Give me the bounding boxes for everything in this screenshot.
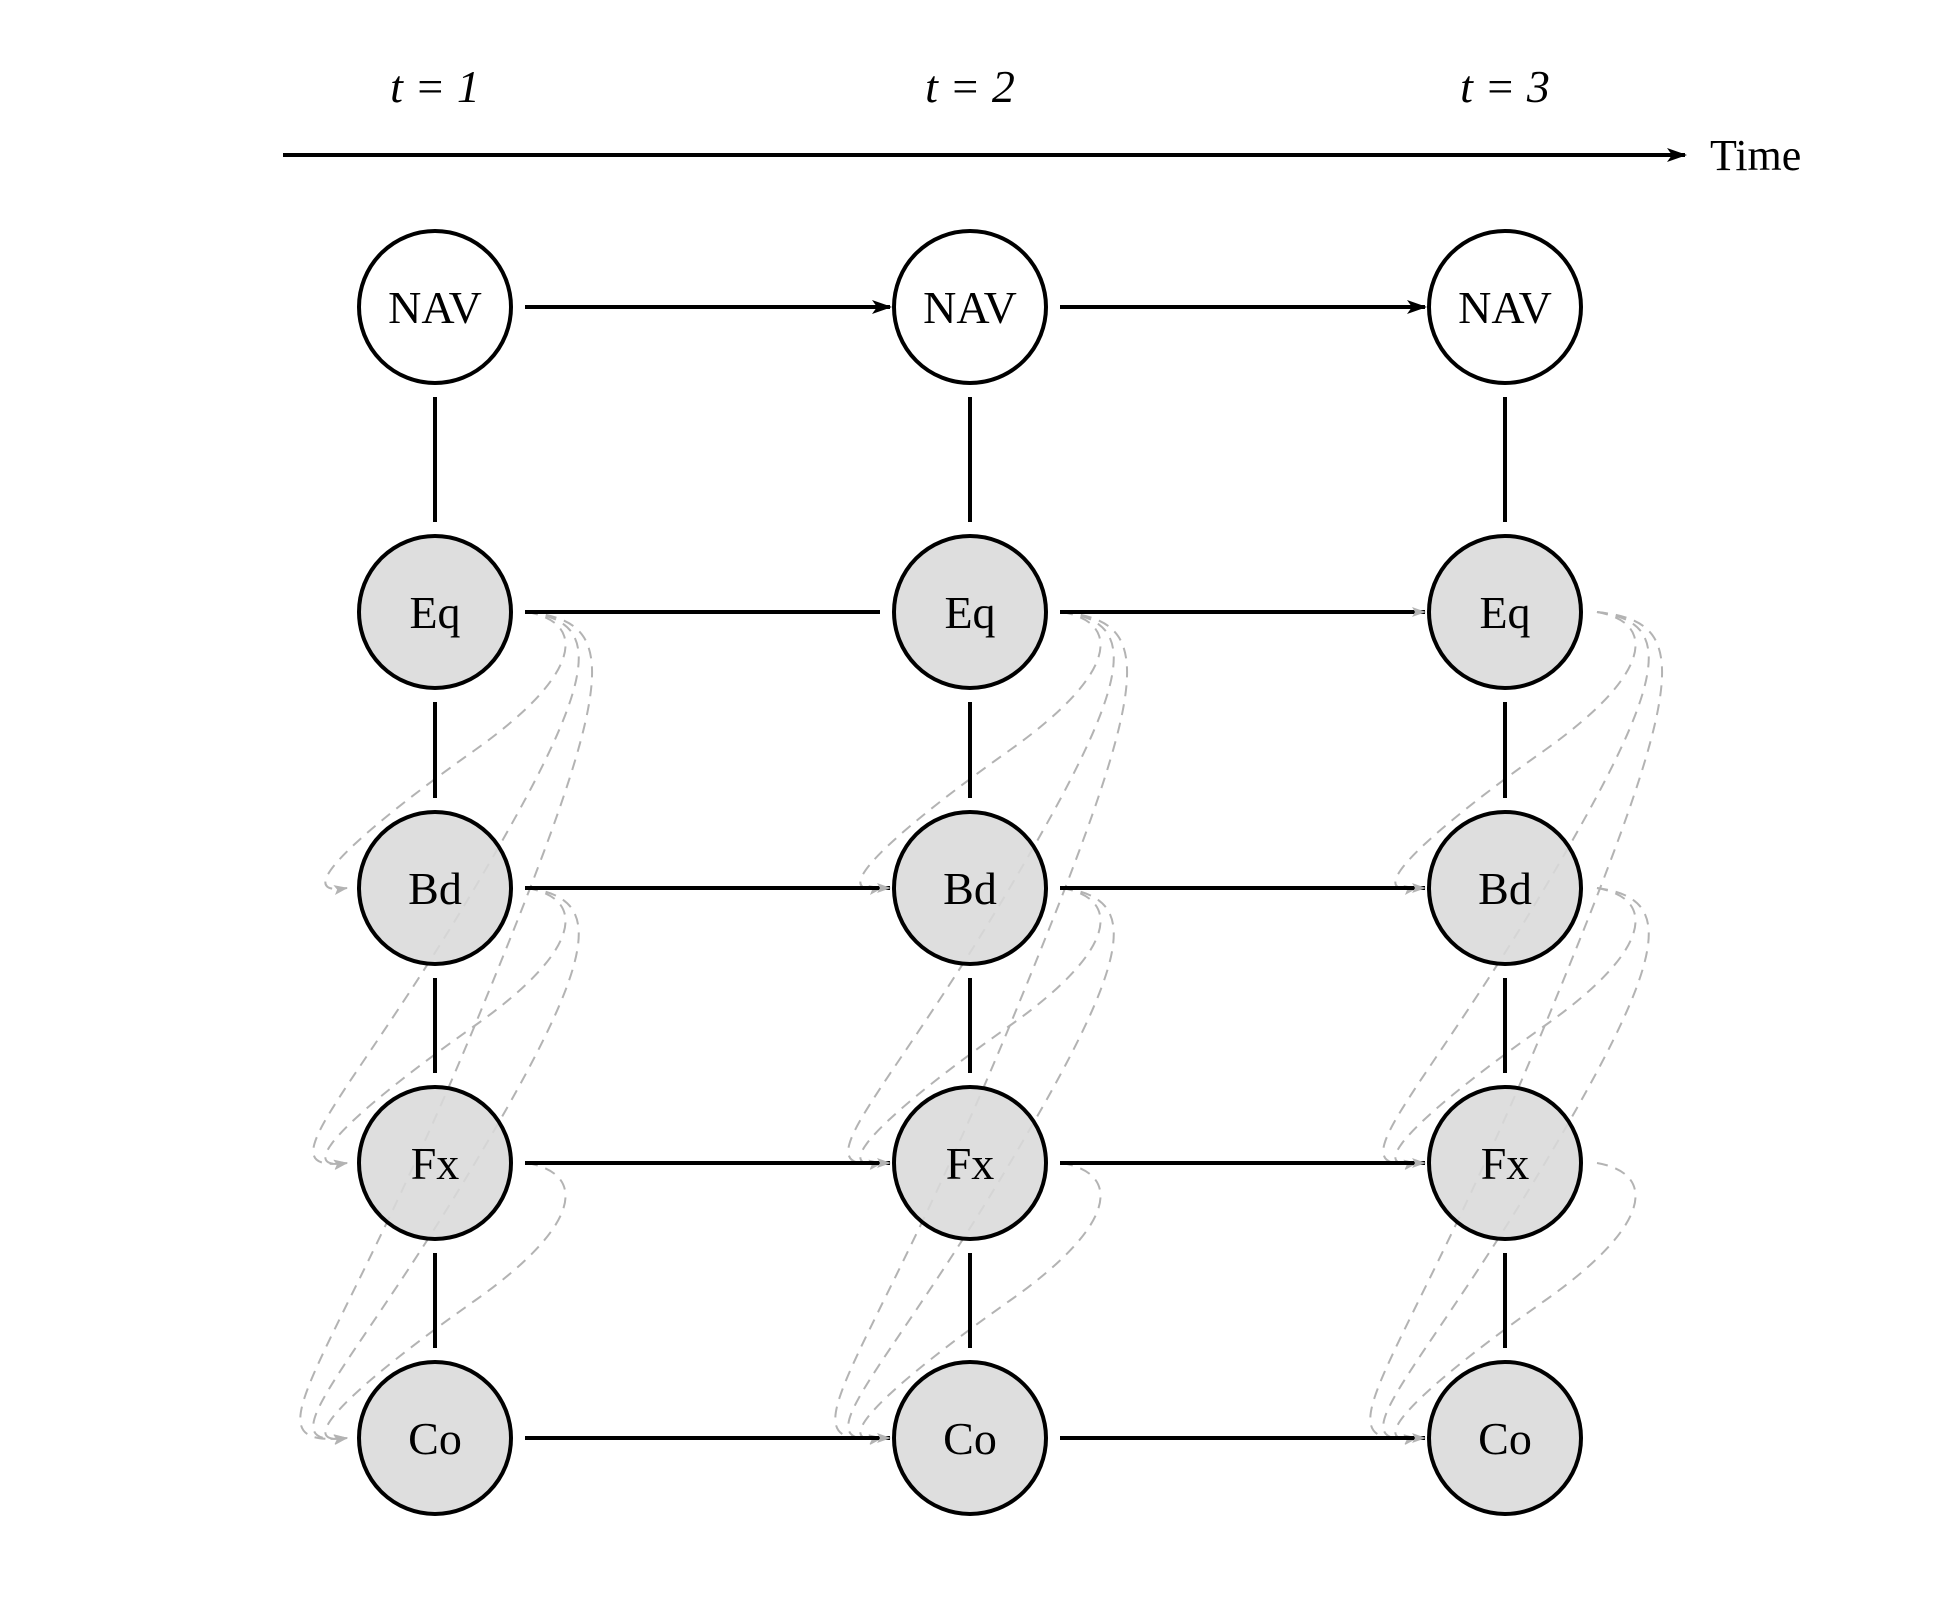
node-label-co-t2: Co xyxy=(943,1413,997,1464)
node-co-t2: Co xyxy=(892,1360,1048,1516)
node-label-nav-t1: NAV xyxy=(388,282,482,333)
node-circle-eq-t2 xyxy=(892,534,1048,690)
node-nav-t1: NAV xyxy=(357,229,513,385)
node-label-co-t3: Co xyxy=(1478,1413,1532,1464)
node-circle-fx-t2 xyxy=(892,1085,1048,1241)
node-bd-t2: Bd xyxy=(892,810,1048,966)
node-circle-eq-t1 xyxy=(357,534,513,690)
solid-edges xyxy=(433,300,1507,1443)
node-circle-co-t1 xyxy=(357,1360,513,1516)
dashed-link-eq-co-t1 xyxy=(299,611,594,1445)
node-eq-t1: Eq xyxy=(357,534,513,690)
node-label-fx-t3: Fx xyxy=(1481,1138,1530,1189)
dashed-link-fx-co-t3 xyxy=(1394,1162,1637,1445)
node-nav-t2: NAV xyxy=(892,229,1048,385)
node-circle-eq-t3 xyxy=(1427,534,1583,690)
node-label-bd-t3: Bd xyxy=(1478,863,1532,914)
node-circle-co-t3 xyxy=(1427,1360,1583,1516)
dashed-link-fx-co-t1 xyxy=(324,1162,567,1445)
node-label-co-t1: Co xyxy=(408,1413,462,1464)
node-label-nav-t3: NAV xyxy=(1458,282,1552,333)
node-co-t1: Co xyxy=(357,1360,513,1516)
time-label-2: t = 2 xyxy=(925,61,1015,112)
node-fx-t3: Fx xyxy=(1427,1085,1583,1241)
node-label-eq-t2: Eq xyxy=(944,587,995,638)
node-circle-nav-t1 xyxy=(357,229,513,385)
node-label-bd-t2: Bd xyxy=(943,863,997,914)
time-axis-label: Time xyxy=(1710,131,1801,180)
dashed-link-eq-bd-t1 xyxy=(324,611,567,895)
node-bd-t3: Bd xyxy=(1427,810,1583,966)
node-circle-bd-t3 xyxy=(1427,810,1583,966)
node-circle-fx-t3 xyxy=(1427,1085,1583,1241)
node-label-fx-t2: Fx xyxy=(946,1138,995,1189)
node-label-eq-t1: Eq xyxy=(409,587,460,638)
time-labels: t = 1 t = 2 t = 3 xyxy=(390,61,1550,112)
node-label-nav-t2: NAV xyxy=(923,282,1017,333)
dashed-link-bd-fx-t2 xyxy=(859,887,1102,1170)
dashed-link-bd-fx-t3 xyxy=(1394,887,1637,1170)
node-circle-bd-t2 xyxy=(892,810,1048,966)
dashed-link-bd-fx-t1 xyxy=(324,887,567,1170)
node-circle-bd-t1 xyxy=(357,810,513,966)
node-eq-t2: Eq xyxy=(892,534,1048,690)
dashed-link-eq-bd-t2 xyxy=(859,611,1102,895)
node-circle-nav-t3 xyxy=(1427,229,1583,385)
time-label-1: t = 1 xyxy=(390,61,480,112)
node-label-bd-t1: Bd xyxy=(408,863,462,914)
node-circle-co-t2 xyxy=(892,1360,1048,1516)
node-label-fx-t1: Fx xyxy=(411,1138,460,1189)
node-nav-t3: NAV xyxy=(1427,229,1583,385)
dashed-link-fx-co-t2 xyxy=(859,1162,1102,1445)
dashed-link-eq-co-t3 xyxy=(1369,611,1664,1445)
node-fx-t1: Fx xyxy=(357,1085,513,1241)
node-label-eq-t3: Eq xyxy=(1479,587,1530,638)
dashed-link-eq-co-t2 xyxy=(834,611,1129,1445)
node-circle-fx-t1 xyxy=(357,1085,513,1241)
node-bd-t1: Bd xyxy=(357,810,513,966)
time-label-3: t = 3 xyxy=(1460,61,1550,112)
node-co-t3: Co xyxy=(1427,1360,1583,1516)
node-eq-t3: Eq xyxy=(1427,534,1583,690)
dashed-links xyxy=(299,611,1664,1445)
dashed-link-eq-bd-t3 xyxy=(1394,611,1637,895)
node-fx-t2: Fx xyxy=(892,1085,1048,1241)
node-circle-nav-t2 xyxy=(892,229,1048,385)
